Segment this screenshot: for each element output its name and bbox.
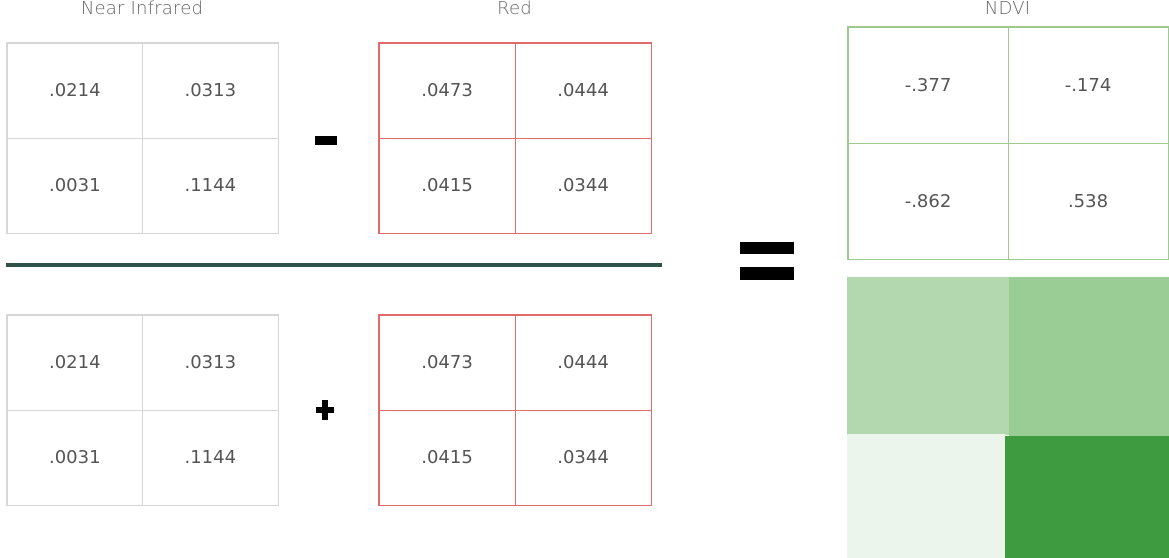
grid-cell: .0415: [378, 137, 516, 234]
grid-cell: .0415: [378, 409, 516, 506]
grid-cell: .1144: [142, 137, 279, 234]
grid-cell: -.862: [847, 142, 1009, 260]
denominator-nir-grid: .0214 .0313 .0031 .1144: [6, 314, 279, 506]
ndvi-grid: -.377 -.174 -.862 .538: [847, 26, 1169, 260]
grid-cell: .0214: [6, 314, 143, 411]
nir-label: Near Infrared: [80, 0, 204, 19]
ndvi-swatch: [847, 277, 1009, 435]
grid-cell: .0344: [514, 137, 652, 234]
grid-cell: -.377: [847, 26, 1009, 144]
grid-cell: .0444: [514, 42, 652, 139]
ndvi-swatch: [1005, 436, 1169, 558]
ndvi-swatch: [1009, 277, 1169, 438]
ndvi-swatch: [847, 434, 1005, 558]
grid-cell: .0031: [6, 409, 143, 506]
grid-cell: .0031: [6, 137, 143, 234]
grid-cell: .0344: [514, 409, 652, 506]
grid-cell: .0313: [142, 42, 279, 139]
grid-cell: .0214: [6, 42, 143, 139]
denominator-red-grid: .0473 .0444 .0415 .0344: [378, 314, 652, 506]
minus-icon: [315, 136, 337, 145]
grid-cell: .0473: [378, 42, 516, 139]
grid-cell: .1144: [142, 409, 279, 506]
grid-cell: -.174: [1007, 26, 1169, 144]
grid-cell: .0473: [378, 314, 516, 411]
plus-icon: [316, 400, 334, 420]
equals-icon: [740, 242, 794, 280]
ndvi-color-map: [847, 277, 1169, 558]
numerator-red-grid: .0473 .0444 .0415 .0344: [378, 42, 652, 234]
ndvi-label: NDVI: [984, 0, 1031, 19]
grid-cell: .0444: [514, 314, 652, 411]
red-label: Red: [497, 0, 532, 19]
grid-cell: .0313: [142, 314, 279, 411]
grid-cell: .538: [1007, 142, 1169, 260]
fraction-bar: [6, 263, 662, 267]
numerator-nir-grid: .0214 .0313 .0031 .1144: [6, 42, 279, 234]
